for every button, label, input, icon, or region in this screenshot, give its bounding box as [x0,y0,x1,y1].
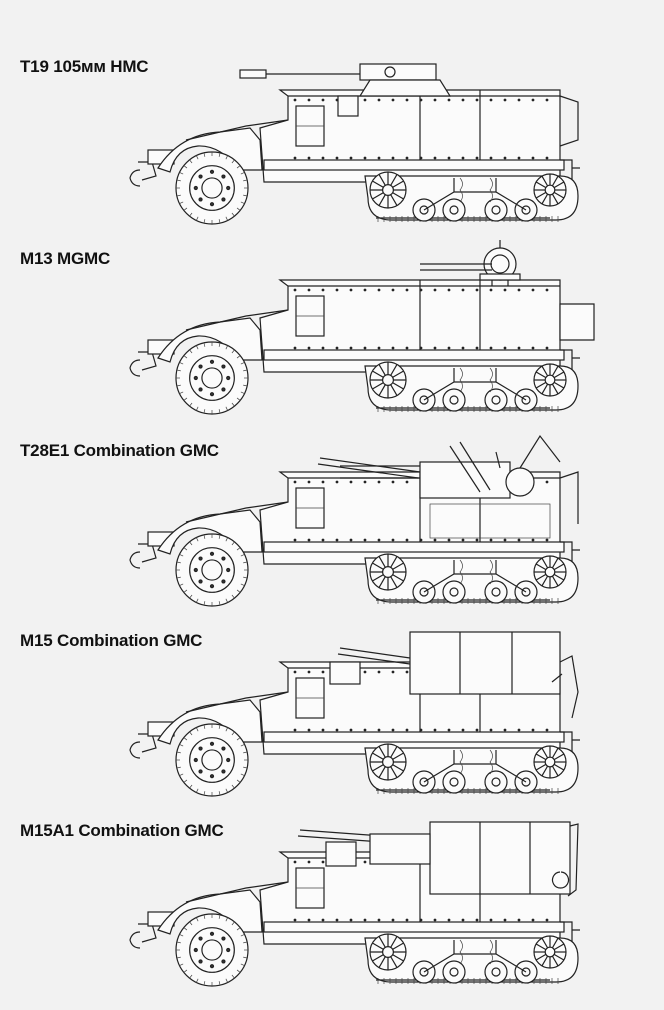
gun-mount [329,631,579,719]
vehicle-label-t28e1: T28E1 Combination GMC [20,441,219,460]
gun-mount [420,240,595,341]
gun-mount [239,63,579,147]
gun-mount [317,434,579,539]
vehicle-label-t19: T19 105мм HMC [20,57,149,76]
gun-mount [297,821,579,897]
vehicle-drawing-m15a1 [129,821,580,987]
vehicle-label-m15: M15 Combination GMC [20,631,203,650]
vehicle-drawing-t28e1 [129,434,580,607]
vehicle-drawing-m15 [129,631,580,797]
halftrack-hull [129,661,580,797]
vehicle-drawing-m13 [129,240,595,415]
vehicle-label-m13: M13 MGMC [20,249,111,268]
vehicle-drawing-t19 [129,63,580,225]
halftrack-hull [129,279,580,415]
vehicle-label-m15a1: M15A1 Combination GMC [20,821,224,840]
